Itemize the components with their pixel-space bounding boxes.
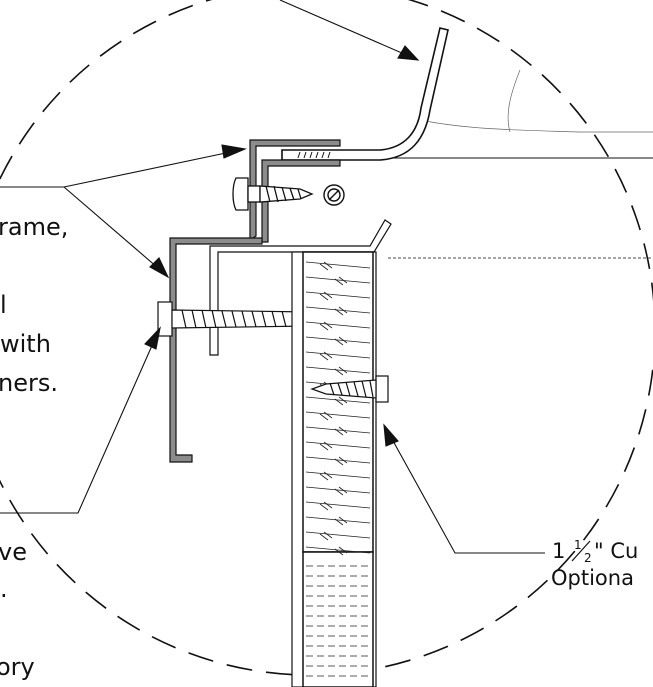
label-dot: . — [0, 575, 8, 603]
hatch-mark — [334, 336, 348, 346]
self-drilling-screw — [232, 177, 314, 211]
hatch-line — [305, 471, 371, 479]
hatch-line — [305, 426, 371, 434]
hatch-line — [305, 531, 371, 539]
hatch-line — [305, 261, 371, 269]
hatch-line — [305, 486, 371, 494]
hatch-line — [305, 366, 371, 374]
hatch-mark — [319, 291, 333, 301]
hatch-mark — [334, 366, 348, 376]
hatch-line — [305, 411, 371, 419]
hatch-line — [305, 501, 371, 509]
hatch-line — [305, 516, 371, 524]
hatch-mark — [319, 441, 333, 451]
hatch-mark — [319, 501, 333, 511]
hatch-line — [305, 306, 371, 314]
hatch-mark — [319, 471, 333, 481]
hatch-line — [305, 351, 371, 359]
hatch-line — [305, 396, 371, 404]
hatch-mark — [319, 321, 333, 331]
hatch-mark — [319, 261, 333, 271]
callout-optional: Optiona — [551, 566, 634, 590]
screw-head-symbol — [323, 184, 345, 206]
label-fasteners: ners. — [0, 369, 58, 397]
hatch-mark — [319, 411, 333, 421]
curb-screw — [310, 375, 389, 403]
callout-size-rest: " Cu — [594, 539, 638, 563]
hatch-mark — [334, 516, 348, 526]
label-ory: ory — [0, 653, 35, 681]
hatch-mark — [319, 351, 333, 361]
callout-size-whole: 1 — [552, 539, 565, 563]
insulation-hatch — [305, 261, 371, 677]
hatch-mark — [334, 396, 348, 406]
hatch-line — [305, 276, 371, 284]
hatch-mark — [334, 306, 348, 316]
hatch-mark — [334, 426, 348, 436]
hatch-line — [305, 336, 371, 344]
hatch-line — [305, 546, 371, 554]
flashing-ticks — [297, 151, 331, 159]
hatch-mark — [334, 276, 348, 286]
hatch-mark — [334, 486, 348, 496]
hatch-line — [305, 456, 371, 464]
callout-curb-size: 1 1 2 " Cu — [552, 538, 638, 565]
label-with: with — [0, 330, 51, 358]
callout-size-numerator: 1 — [574, 538, 582, 552]
fraction-slash — [571, 540, 591, 562]
curb-panel — [291, 251, 377, 687]
leader-lines — [0, 0, 545, 554]
hatch-line — [305, 321, 371, 329]
hatch-mark — [334, 546, 348, 556]
hatch-line — [305, 441, 371, 449]
callout-size-denominator: 2 — [584, 551, 592, 565]
hatch-mark — [319, 531, 333, 541]
hatch-line — [305, 291, 371, 299]
label-ve: ve — [0, 538, 27, 566]
hatch-mark — [334, 456, 348, 466]
label-el: l — [0, 291, 7, 319]
label-frame: rame, — [0, 213, 68, 241]
